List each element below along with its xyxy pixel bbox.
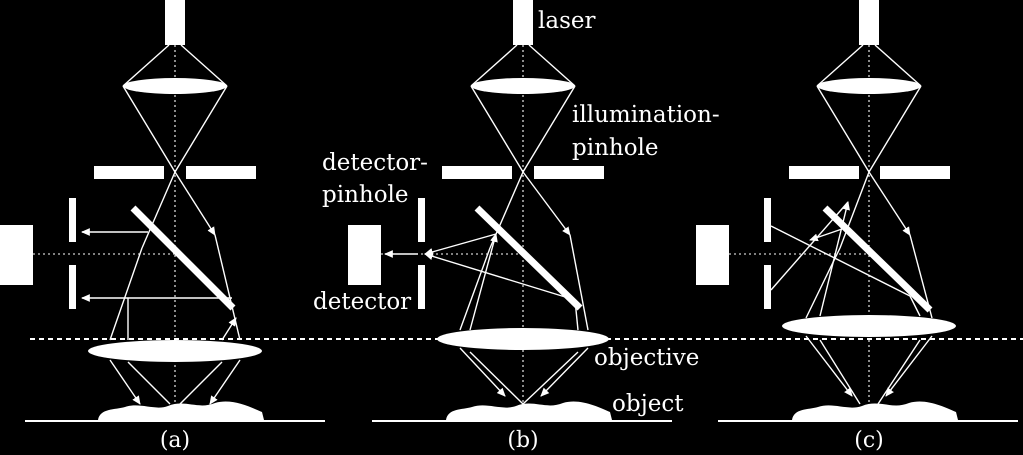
ray	[574, 299, 579, 331]
ray	[868, 171, 911, 236]
label-detector: detector	[313, 289, 411, 315]
ray	[209, 359, 241, 405]
ray	[874, 44, 922, 87]
ray	[868, 85, 922, 173]
ray	[819, 201, 850, 317]
caption-a: (a)	[160, 428, 190, 453]
ray	[459, 347, 506, 397]
ray	[770, 225, 911, 297]
ray	[816, 85, 870, 173]
detector	[348, 225, 381, 285]
laser-source	[513, 0, 533, 45]
detector	[0, 225, 33, 285]
ray	[141, 171, 176, 249]
pinhole-plate-left	[94, 166, 164, 179]
ray	[174, 171, 216, 236]
ray	[459, 247, 491, 331]
ray	[909, 295, 921, 317]
panel-a: (a)	[0, 0, 325, 453]
detector	[696, 225, 729, 285]
object-sample	[98, 401, 264, 420]
pinhole-plate-right	[186, 166, 256, 179]
ray	[885, 335, 933, 397]
ray	[522, 85, 576, 173]
label-detector-pinhole-line2: pinhole	[322, 182, 409, 208]
object-sample	[446, 401, 612, 420]
laser-source	[165, 0, 185, 45]
pinhole-plate-left	[789, 166, 859, 179]
beam-splitter	[474, 205, 583, 311]
caption-b: (b)	[507, 428, 538, 453]
object-sample	[792, 401, 958, 420]
beam-splitter	[130, 205, 236, 311]
ray	[470, 85, 524, 173]
ray	[109, 359, 141, 405]
ray	[819, 339, 861, 405]
ray	[221, 317, 237, 341]
label-illumination-pinhole-line1: illumination-	[572, 102, 720, 128]
pinhole-plate-right	[880, 166, 950, 179]
ray	[122, 85, 176, 173]
detector-pinhole-plate-top	[764, 198, 771, 242]
ray	[424, 252, 576, 301]
detector-pinhole-plate-bottom	[764, 265, 771, 309]
ray	[569, 234, 589, 331]
label-illumination-pinhole-line2: pinhole	[572, 135, 659, 161]
ray	[180, 44, 228, 87]
ray	[909, 234, 933, 319]
detector-pinhole-plate-bottom	[418, 265, 425, 309]
ray	[122, 44, 170, 87]
pinhole-plate-left	[442, 166, 512, 179]
ray	[540, 347, 589, 397]
ray	[214, 234, 241, 341]
ray	[469, 233, 498, 331]
laser-source	[859, 0, 879, 45]
ray	[816, 44, 864, 87]
ray	[174, 85, 228, 173]
objective-lens	[437, 328, 609, 350]
ray	[470, 44, 518, 87]
panel-b: laser illumination- pinhole detector- pi…	[313, 0, 720, 453]
ray	[809, 227, 846, 242]
ray	[805, 335, 853, 397]
pinhole-plate-right	[534, 166, 604, 179]
panel-c: (c)	[696, 0, 1018, 453]
detector-pinhole-plate-top	[69, 198, 76, 242]
ray	[179, 361, 223, 405]
ray	[424, 233, 497, 256]
ray	[109, 247, 143, 341]
label-laser: laser	[538, 8, 595, 34]
detector-pinhole-plate-bottom	[69, 265, 76, 309]
ray	[528, 44, 576, 87]
ray	[839, 171, 870, 249]
beam-splitter	[822, 205, 933, 313]
label-object: object	[612, 391, 684, 417]
detector-pinhole-plate-top	[418, 198, 425, 242]
label-objective: objective	[594, 345, 699, 371]
ray	[877, 339, 921, 405]
caption-c: (c)	[854, 428, 884, 453]
ray	[127, 361, 171, 405]
label-detector-pinhole-line1: detector-	[322, 150, 428, 176]
ray	[522, 171, 571, 236]
ray	[522, 351, 579, 405]
ray	[469, 351, 524, 405]
